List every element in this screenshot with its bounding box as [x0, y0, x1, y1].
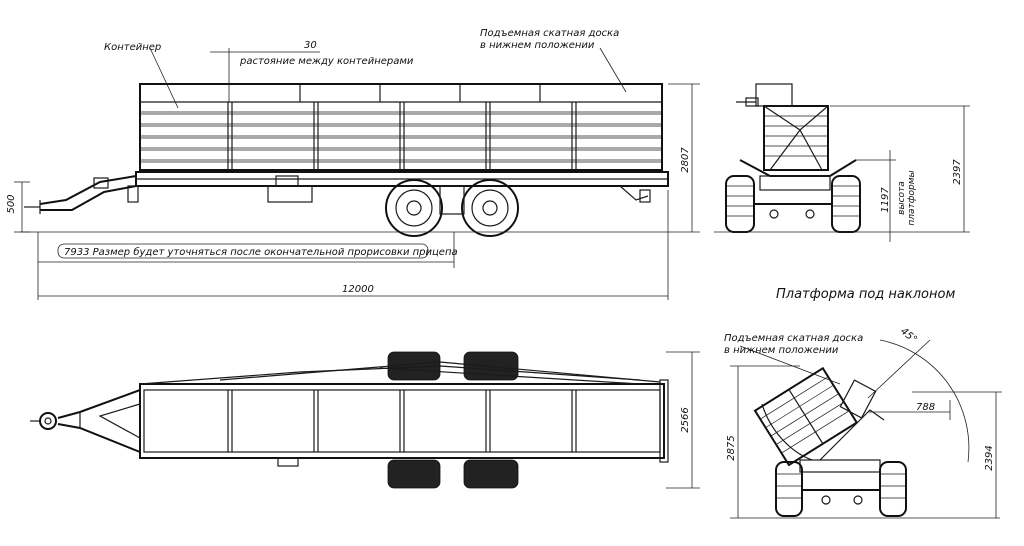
dim-plan-width: 2566 [680, 407, 691, 432]
rear-dimensions: 2397 1197 высота платформы [830, 105, 970, 242]
platform-height-label1: высота [897, 181, 907, 215]
plan-dimensions: 2566 [666, 351, 700, 489]
rear-wheel-right [831, 175, 861, 233]
dim-platform-length-note: 7933 Размер будет уточняться после оконч… [64, 246, 458, 258]
dim-tilt-total-height: 2875 [726, 435, 737, 460]
side-wheel-rear [461, 179, 519, 237]
dim-tilt-offset: 788 [916, 402, 935, 413]
dim-tilt-right-height: 2394 [984, 445, 995, 470]
dim-platform-height: 1197 [880, 187, 891, 213]
platform-height-label2: платформы [907, 170, 917, 225]
tilt-view-title: Платформа под наклоном [776, 287, 955, 302]
plan-view [30, 351, 669, 489]
tilt-wheel-right [879, 461, 907, 517]
dim-overall-length: 12000 [342, 284, 374, 295]
dim-tilt-angle: 45° [898, 326, 919, 346]
ramp-tilt-label-line1: Подъемная скатная доска [724, 333, 863, 344]
rear-view [714, 83, 880, 233]
tilt-view [730, 366, 1000, 519]
container-label: Контейнер [104, 42, 161, 53]
gap-description-label: растояние между контейнерами [239, 56, 414, 67]
side-wheel-front [385, 179, 443, 237]
ramp-top-label-line1: Подъемная скатная доска [480, 28, 619, 39]
side-slats [140, 111, 662, 163]
dim-rear-total-height: 2397 [952, 159, 963, 185]
gap-value-label: 30 [304, 40, 317, 51]
side-view [20, 83, 700, 237]
rear-wheel-left [725, 175, 755, 233]
dim-overall-height: 2807 [680, 147, 691, 173]
ramp-tilt-label-line2: в нижнем положении [724, 345, 839, 356]
side-dimensions: Контейнер 30 растояние между контейнерам… [6, 28, 700, 300]
side-panel-dividers [227, 84, 577, 170]
tilt-wheel-left [775, 461, 803, 517]
dim-hitch-height: 500 [6, 194, 17, 213]
ramp-top-label-line2: в нижнем положении [480, 40, 595, 51]
